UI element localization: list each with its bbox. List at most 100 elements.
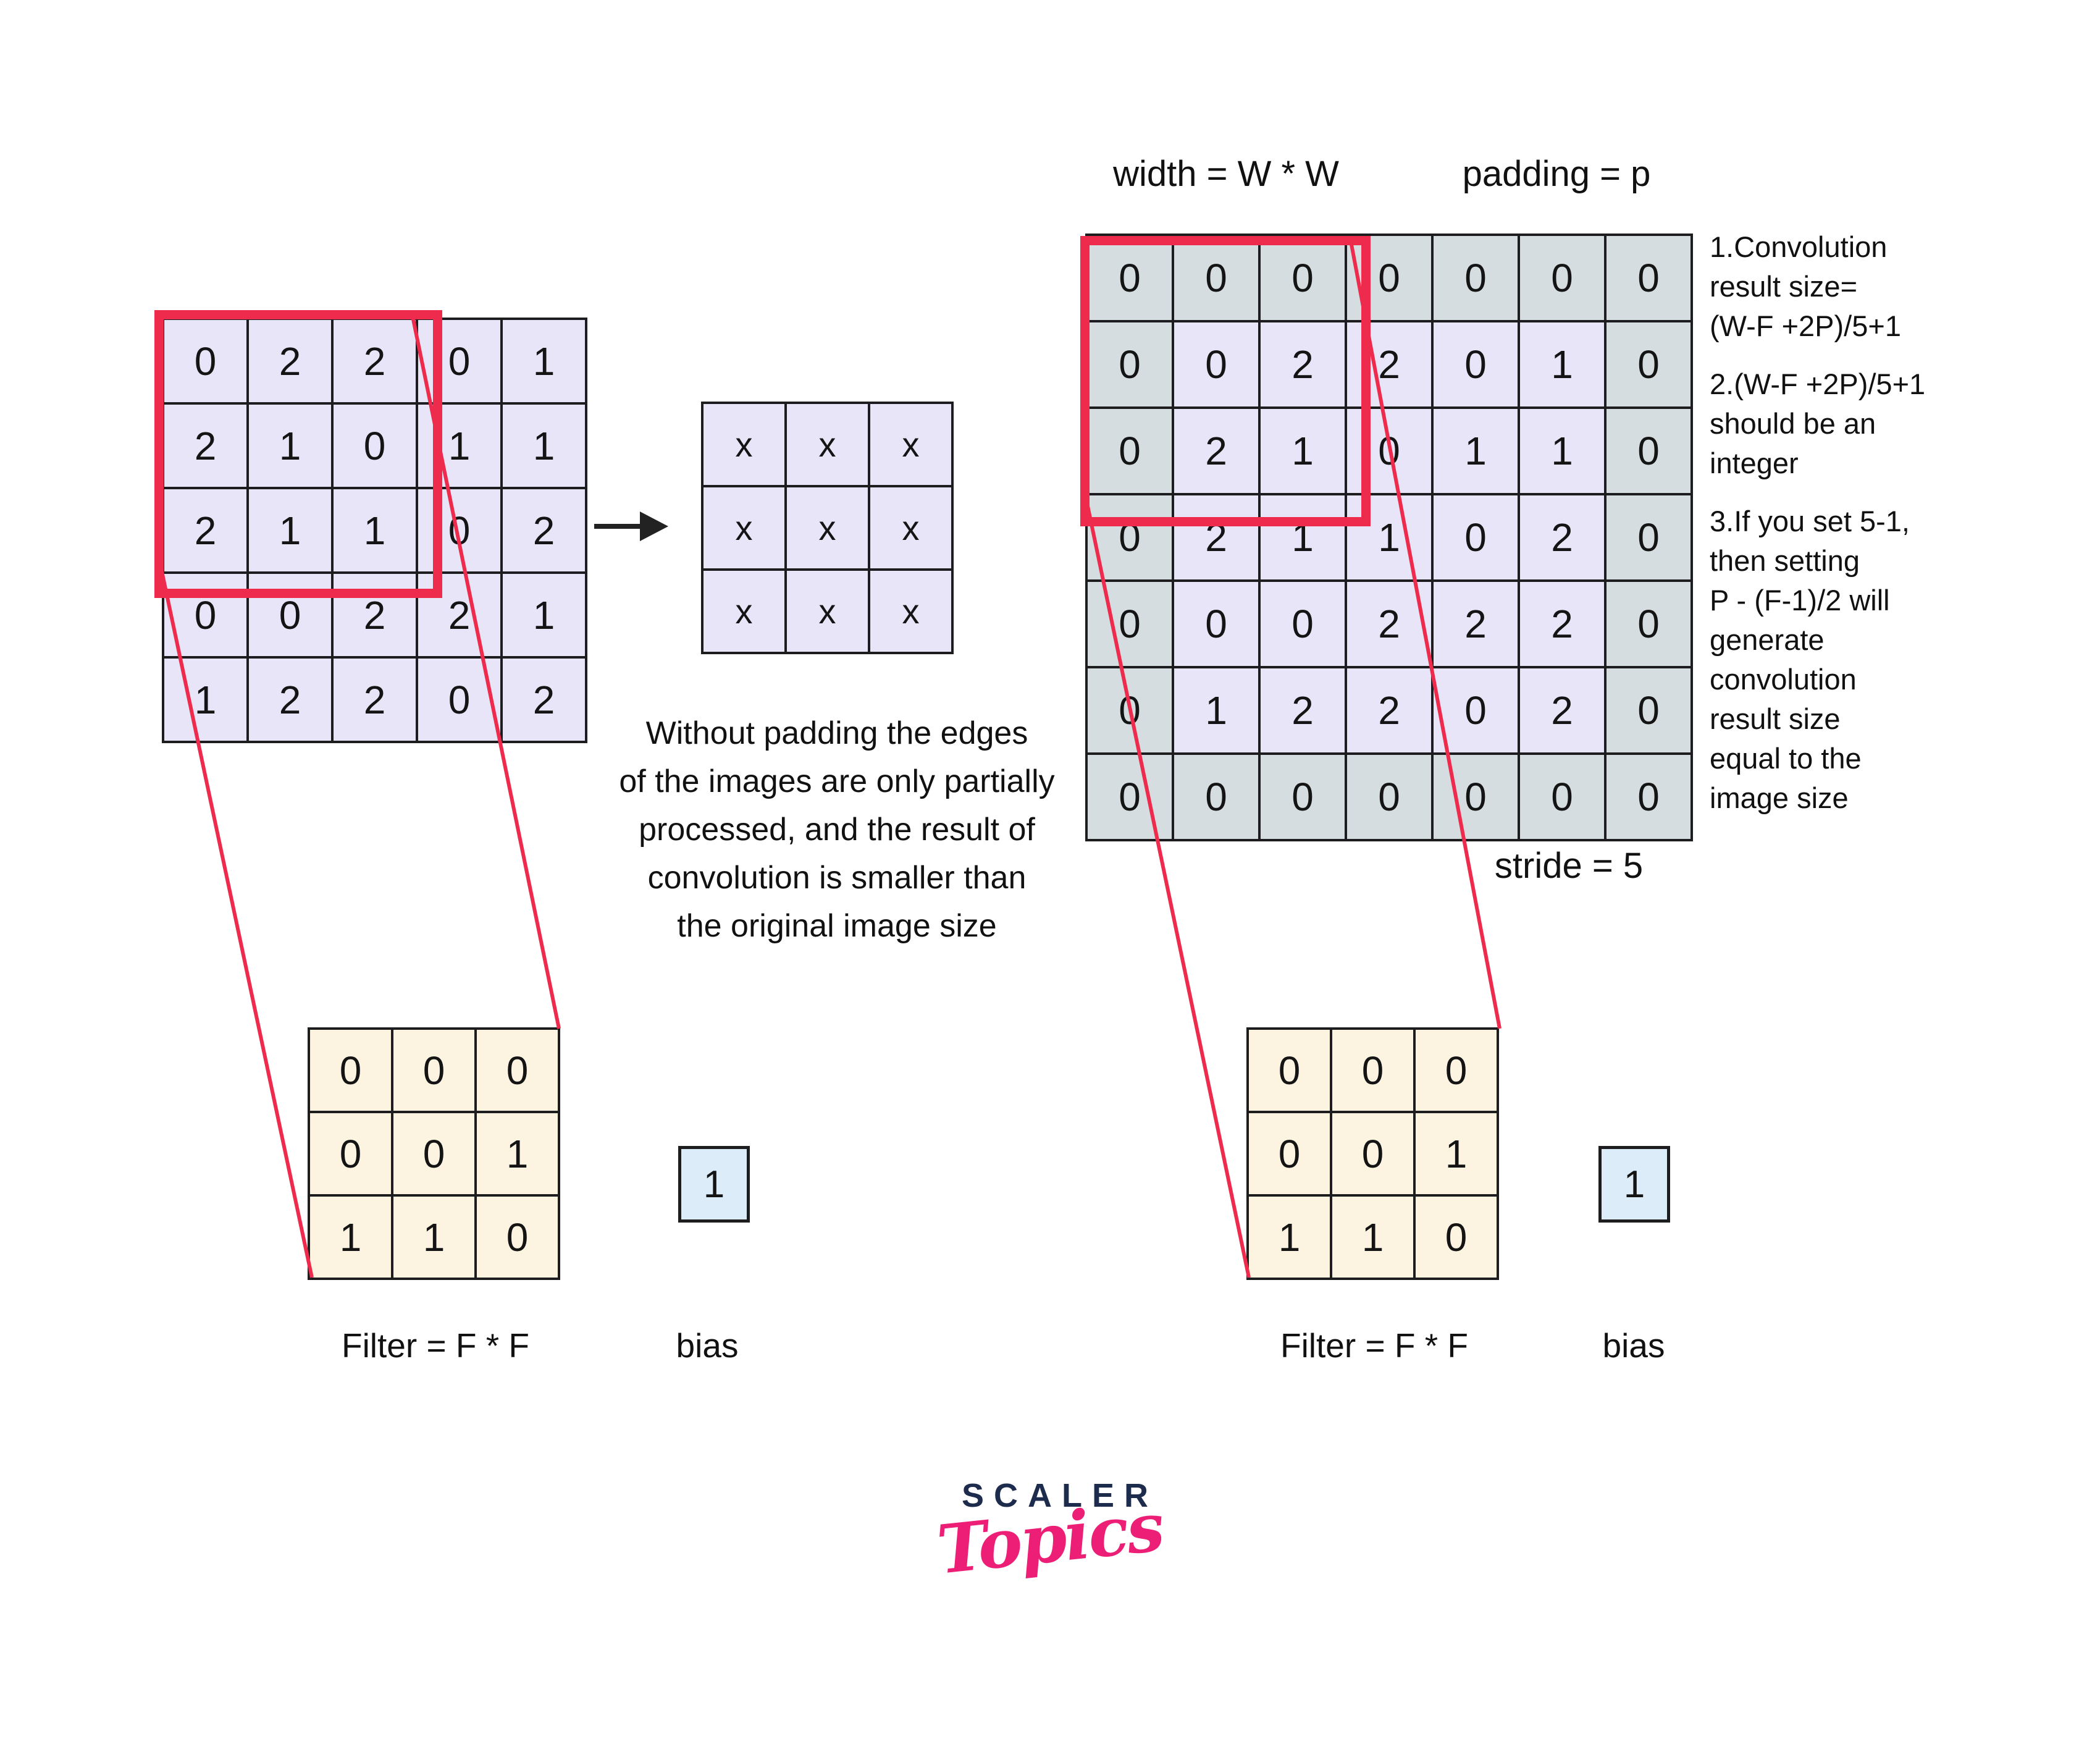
- padding-cell: 0: [1174, 755, 1258, 839]
- grid-cell: 1: [249, 489, 331, 571]
- grid-cell: 2: [503, 489, 585, 571]
- padding-cell: 0: [1088, 322, 1172, 406]
- note-item-2: 2.(W-F +2P)/5+1 should be an integer: [1710, 368, 1926, 479]
- grid-cell: 2: [1520, 582, 1604, 666]
- grid-cell: 1: [1520, 322, 1604, 406]
- padding-cell: 0: [1347, 755, 1431, 839]
- grid-cell: x: [704, 404, 784, 485]
- padding-cell: 0: [1261, 755, 1345, 839]
- grid-cell: 0: [1416, 1197, 1497, 1278]
- filter-window-highlight: [154, 310, 442, 598]
- grid-cell: 0: [477, 1197, 558, 1278]
- padding-cell: 0: [1520, 755, 1604, 839]
- grid-cell: x: [704, 487, 784, 568]
- bias-label: bias: [676, 1326, 739, 1365]
- grid-cell: 2: [334, 320, 416, 402]
- grid-cell: x: [787, 571, 868, 652]
- padding-cell: 0: [1434, 236, 1518, 320]
- grid-cell: 0: [1261, 582, 1345, 666]
- grid-cell: 0: [393, 1030, 474, 1111]
- grid-cell: 0: [393, 1113, 474, 1194]
- padding-cell: 0: [1088, 755, 1172, 839]
- padding-cell: 0: [1606, 755, 1690, 839]
- grid-cell: 0: [1249, 1030, 1330, 1111]
- grid-cell: 1: [503, 405, 585, 487]
- grid-cell: 0: [1416, 1030, 1497, 1111]
- stride-label: stride = 5: [1494, 846, 1644, 886]
- bias-label: bias: [1602, 1326, 1665, 1365]
- grid-cell: 2: [1261, 668, 1345, 752]
- padding-cell: 0: [1606, 236, 1690, 320]
- grid-cell: 0: [310, 1030, 391, 1111]
- grid-cell: 0: [1174, 322, 1258, 406]
- grid-cell: 1: [393, 1197, 474, 1278]
- padding-cell: 0: [1606, 668, 1690, 752]
- padding-cell: 0: [1088, 582, 1172, 666]
- grid-cell: 2: [1520, 668, 1604, 752]
- grid-cell: 1: [1261, 409, 1345, 493]
- grid-cell: 0: [310, 1113, 391, 1194]
- grid-cell: 1: [249, 405, 331, 487]
- grid-cell: 2: [1347, 582, 1431, 666]
- grid-cell: x: [870, 404, 951, 485]
- grid-cell: 1: [1520, 409, 1604, 493]
- grid-cell: 2: [1520, 495, 1604, 579]
- padding-cell: 0: [1088, 236, 1172, 320]
- grid-cell: 2: [164, 405, 246, 487]
- no-padding-caption: Without padding the edges of the images …: [619, 715, 1055, 944]
- grid-cell: 2: [1347, 668, 1431, 752]
- note-item-3: 3.If you set 5-1, then setting P - (F-1)…: [1710, 505, 1910, 814]
- grid-cell: x: [787, 404, 868, 485]
- grid-cell: 0: [1249, 1113, 1330, 1194]
- padding-cell: 0: [1174, 236, 1258, 320]
- filter-label: Filter = F * F: [341, 1326, 530, 1365]
- grid-cell: 2: [1261, 322, 1345, 406]
- grid-cell: 1: [477, 1113, 558, 1194]
- padding-cell: 0: [1606, 582, 1690, 666]
- grid-cell: x: [787, 487, 868, 568]
- grid-cell: 2: [1174, 409, 1258, 493]
- width-label: width = W * W: [1113, 154, 1339, 194]
- filter-window-highlight: [1080, 236, 1371, 526]
- grid-cell: 1: [503, 574, 585, 656]
- grid-cell: 2: [334, 574, 416, 656]
- grid-cell: 0: [1434, 495, 1518, 579]
- padding-cell: 0: [1606, 495, 1690, 579]
- padding-cell: 0: [1434, 755, 1518, 839]
- grid-cell: x: [870, 571, 951, 652]
- grid-cell: 0: [1434, 322, 1518, 406]
- padding-cell: 0: [1261, 236, 1345, 320]
- bias-value-box: 1: [678, 1146, 750, 1223]
- grid-cell: 1: [1249, 1197, 1330, 1278]
- grid-cell: 0: [334, 405, 416, 487]
- grid-cell: 0: [418, 659, 500, 741]
- grid-cell: 0: [1332, 1030, 1413, 1111]
- grid-cell: 0: [1332, 1113, 1413, 1194]
- padding-cell: 0: [1520, 236, 1604, 320]
- grid-cell: 0: [477, 1030, 558, 1111]
- grid-cell: 1: [164, 659, 246, 741]
- grid-cell: 1: [503, 320, 585, 402]
- grid-cell: 1: [310, 1197, 391, 1278]
- grid-cell: 2: [164, 489, 246, 571]
- scaler-logo-text: SCALER: [961, 1477, 1158, 1514]
- padding-cell: 0: [1088, 409, 1172, 493]
- grid-cell: 0: [164, 320, 246, 402]
- grid-cell: x: [870, 487, 951, 568]
- grid-cell: 1: [1416, 1113, 1497, 1194]
- bias-value-box: 1: [1598, 1146, 1670, 1223]
- grid-cell: 2: [249, 320, 331, 402]
- padding-cell: 0: [1088, 668, 1172, 752]
- grid-cell: 1: [334, 489, 416, 571]
- padding-cell: 0: [1606, 409, 1690, 493]
- filter-label: Filter = F * F: [1280, 1326, 1469, 1365]
- grid-cell: 1: [1434, 409, 1518, 493]
- note-item-1: 1.Convolution result size= (W-F +2P)/5+1: [1710, 230, 1901, 342]
- padding-label: padding = p: [1462, 154, 1651, 194]
- grid-cell: 0: [1174, 582, 1258, 666]
- grid-cell: 0: [1434, 668, 1518, 752]
- grid-cell: 2: [249, 659, 331, 741]
